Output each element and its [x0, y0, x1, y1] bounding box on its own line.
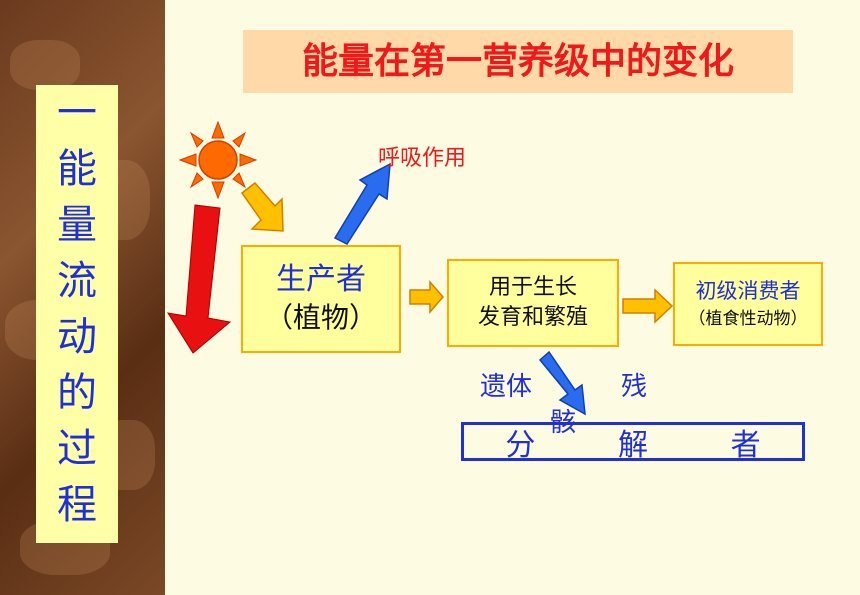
side-title-char: 的 [57, 370, 97, 416]
side-title-char: 一 [57, 90, 97, 136]
decomposer-box: 分 解 者 [461, 422, 805, 463]
consumer-sublabel: （植食性动物） [688, 309, 808, 329]
remains-arrow [538, 350, 586, 416]
side-title-char: 量 [57, 202, 97, 248]
flow-arrow [409, 279, 444, 315]
remains-label-part1: 遗体 [480, 372, 533, 402]
consumer-label: 初级消费者 [695, 279, 801, 303]
sunlight-arrow [240, 181, 284, 232]
respiration-arrow [333, 162, 391, 245]
decomposer-char: 者 [730, 427, 761, 463]
decomposer-char: 分 [505, 427, 536, 463]
side-title-char: 能 [57, 146, 97, 192]
respiration-label: 呼吸作用 [378, 146, 467, 171]
consumer-box: 初级消费者 （植食性动物） [673, 262, 823, 346]
remains-label-part3: 骸 [550, 408, 577, 438]
remains-label-part2: 残 [621, 372, 648, 402]
growth-box: 用于生长 发育和繁殖 [447, 259, 619, 347]
flow-arrow [622, 288, 674, 324]
growth-label: 用于生长 [488, 275, 577, 300]
energy-loss-arrow [166, 204, 232, 354]
texture-blob [10, 40, 80, 90]
side-title-char: 流 [57, 258, 97, 304]
growth-sublabel: 发育和繁殖 [477, 305, 588, 330]
decomposer-char: 解 [617, 427, 648, 463]
sun-icon [178, 120, 258, 200]
producer-sublabel: （植物） [264, 301, 377, 334]
slide-title: 能量在第一营养级中的变化 [243, 30, 793, 93]
producer-label: 生产者 [276, 262, 366, 297]
side-title-char: 程 [57, 482, 97, 528]
side-title-char: 过 [57, 426, 97, 472]
vertical-section-title: 一 能 量 流 动 的 过 程 [36, 85, 118, 543]
producer-box: 生产者 （植物） [241, 245, 401, 353]
side-title-char: 动 [57, 314, 97, 360]
